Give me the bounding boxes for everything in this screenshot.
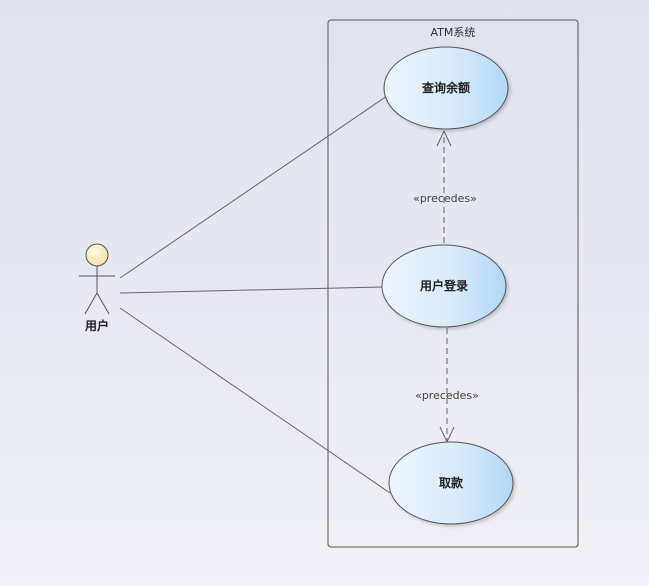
association-actor-balance[interactable]	[119, 95, 388, 279]
system-boundary[interactable]: ATM系统	[327, 19, 579, 548]
use-case-withdraw[interactable]: 取款	[388, 441, 514, 525]
actor-head-icon	[85, 243, 109, 267]
use-case-withdraw-label: 取款	[439, 475, 464, 490]
stereotype-label-precedes-1: «precedes»	[413, 192, 477, 205]
system-title: ATM系统	[431, 26, 476, 39]
dependency-login-withdraw[interactable]	[439, 328, 455, 444]
association-actor-login[interactable]	[119, 286, 384, 294]
use-case-login[interactable]: 用户登录	[381, 244, 507, 328]
use-case-login-label: 用户登录	[419, 278, 468, 293]
stereotype-label-precedes-2: «precedes»	[415, 389, 479, 402]
dependency-login-balance[interactable]	[436, 129, 452, 243]
actor-name: 用户	[84, 318, 109, 333]
actor-user[interactable]: 用户	[79, 243, 115, 333]
use-case-balance[interactable]: 查询余额	[383, 46, 509, 130]
association-actor-withdraw[interactable]	[119, 307, 391, 494]
use-case-balance-label: 查询余额	[421, 80, 470, 95]
